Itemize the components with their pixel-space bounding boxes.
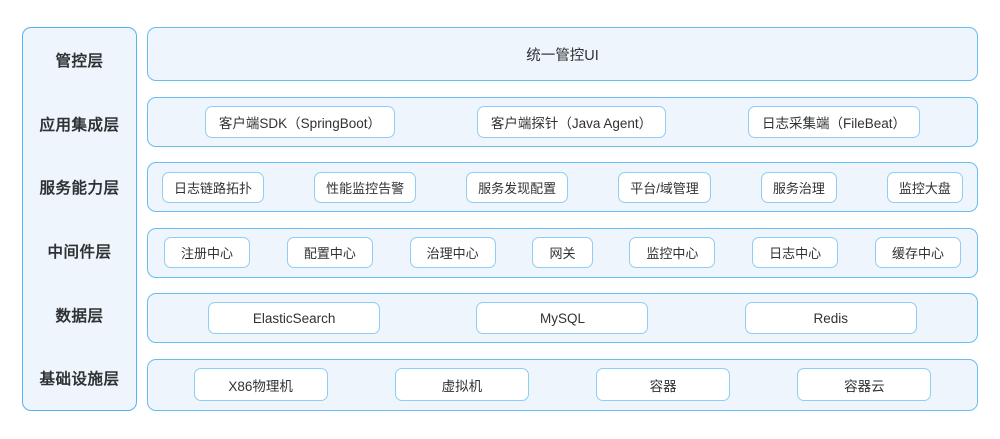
- layer-label-middleware: 中间件层: [47, 243, 112, 261]
- unified-control-ui-label: 统一管控UI: [526, 47, 599, 64]
- row-infrastructure-layer: X86物理机 虚拟机 容器 容器云: [147, 358, 978, 411]
- service-item-service-discovery-config[interactable]: 服务发现配置: [466, 171, 569, 203]
- layer-label-control: 管控层: [55, 52, 104, 70]
- infra-item-virtual-machine[interactable]: 虚拟机: [394, 368, 529, 402]
- middleware-item-gateway[interactable]: 网关: [532, 237, 593, 269]
- layer-name-column: 管控层 应用集成层 服务能力层 中间件层 数据层 基础设施层: [22, 27, 137, 411]
- service-item-performance-monitoring-alert[interactable]: 性能监控告警: [314, 171, 417, 203]
- middleware-item-monitoring-center[interactable]: 监控中心: [629, 237, 716, 269]
- service-item-service-governance[interactable]: 服务治理: [760, 171, 837, 203]
- data-item-mysql[interactable]: MySQL: [476, 302, 649, 335]
- data-item-redis[interactable]: Redis: [744, 302, 917, 335]
- row-middleware-layer: 注册中心 配置中心 治理中心 网关 监控中心 日志中心 缓存中心: [147, 227, 978, 278]
- row-app-integration-layer: 客户端SDK（SpringBoot） 客户端探针（Java Agent） 日志采…: [147, 96, 978, 147]
- app-item-client-agent[interactable]: 客户端探针（Java Agent）: [476, 105, 667, 138]
- middleware-item-log-center[interactable]: 日志中心: [752, 237, 839, 269]
- middleware-item-cache-center[interactable]: 缓存中心: [874, 237, 961, 269]
- middleware-item-governance-center[interactable]: 治理中心: [409, 237, 496, 269]
- infra-item-container-cloud[interactable]: 容器云: [797, 368, 932, 402]
- service-item-platform-domain-management[interactable]: 平台/域管理: [618, 171, 711, 203]
- row-service-capability-layer: 日志链路拓扑 性能监控告警 服务发现配置 平台/域管理 服务治理 监控大盘: [147, 162, 978, 213]
- layer-label-data: 数据层: [55, 307, 104, 325]
- service-item-monitoring-dashboard[interactable]: 监控大盘: [886, 171, 963, 203]
- row-data-layer: ElasticSearch MySQL Redis: [147, 293, 978, 344]
- infra-item-x86-physical-machine[interactable]: X86物理机: [193, 368, 328, 402]
- layer-label-service-capability: 服务能力层: [39, 180, 120, 198]
- middleware-item-registry-center[interactable]: 注册中心: [164, 237, 251, 269]
- infra-item-container[interactable]: 容器: [596, 368, 731, 402]
- middleware-item-config-center[interactable]: 配置中心: [286, 237, 373, 269]
- service-item-log-trace-topology[interactable]: 日志链路拓扑: [162, 171, 265, 203]
- app-item-client-sdk[interactable]: 客户端SDK（SpringBoot）: [204, 105, 395, 138]
- layer-label-infrastructure: 基础设施层: [39, 371, 120, 389]
- row-control-layer: 统一管控UI: [147, 27, 978, 81]
- app-item-log-collector[interactable]: 日志采集端（FileBeat）: [748, 105, 921, 138]
- layer-content-rows: 统一管控UI 客户端SDK（SpringBoot） 客户端探针（Java Age…: [147, 27, 978, 411]
- data-item-elasticsearch[interactable]: ElasticSearch: [208, 302, 381, 335]
- layer-label-app-integration: 应用集成层: [39, 116, 120, 134]
